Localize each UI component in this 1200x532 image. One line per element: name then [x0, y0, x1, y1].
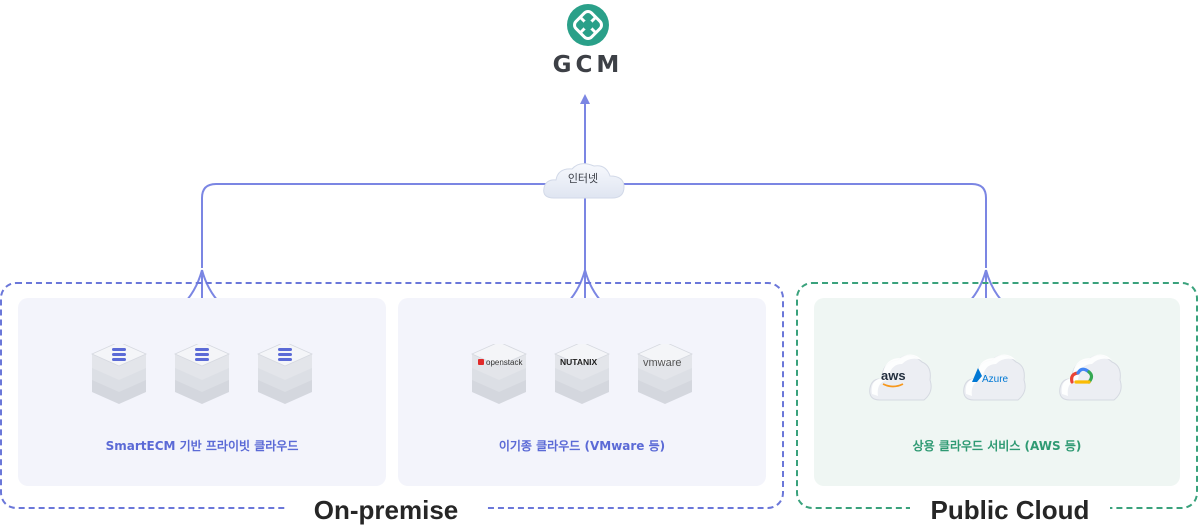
- openstack-badge: openstack: [486, 358, 523, 367]
- vmware-badge: vmware: [643, 357, 682, 369]
- azure-badge: Azure: [982, 374, 1009, 385]
- google-cloud-icon: [1059, 354, 1122, 401]
- vmware-server-icon: vmware: [637, 344, 693, 404]
- nutanix-badge: NUTANIX: [560, 357, 597, 367]
- public-cloud-label: Public Cloud: [910, 488, 1110, 532]
- aws-badge: aws: [881, 368, 906, 383]
- internet-cloud-icon: [543, 163, 625, 199]
- nutanix-server-icon: NUTANIX: [554, 344, 610, 404]
- smartecm-server-icon: [257, 344, 313, 404]
- smartecm-server-icon: [174, 344, 230, 404]
- gcm-logo-icon: [567, 4, 609, 46]
- internet-label: 인터넷: [567, 172, 599, 185]
- commercial-cloud-caption: 상용 클라우드 서비스 (AWS 등): [912, 439, 1082, 453]
- on-premise-label: On-premise: [288, 488, 484, 532]
- private-cloud-caption: SmartECM 기반 프라이빗 클라우드: [105, 439, 299, 453]
- hetero-cloud-caption: 이기종 클라우드 (VMware 등): [498, 439, 666, 453]
- azure-cloud-icon: Azure: [963, 354, 1026, 401]
- smartecm-server-icon: [91, 344, 147, 404]
- aws-cloud-icon: aws: [869, 354, 932, 401]
- openstack-server-icon: openstack: [471, 344, 527, 404]
- brand-name: GCM: [552, 52, 624, 78]
- gcm-logo: GCM: [548, 0, 628, 82]
